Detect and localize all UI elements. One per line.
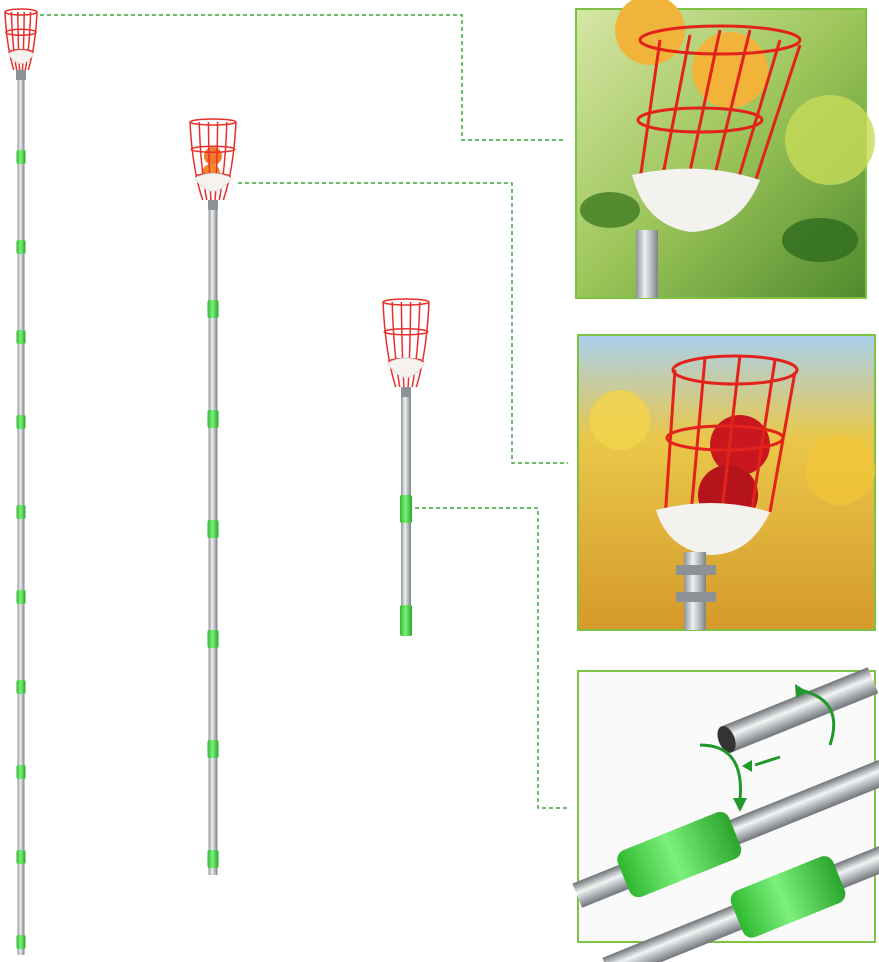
connector-lines <box>40 14 570 809</box>
peach <box>692 32 768 108</box>
clamp <box>208 200 218 210</box>
pole-grip-segment <box>400 495 412 523</box>
pole-grip-segment <box>16 935 26 949</box>
pole-grip-segment <box>207 410 219 428</box>
pole-grip-segment <box>16 330 26 344</box>
pole-grip-segment <box>16 505 26 519</box>
arrow-head-icon <box>733 684 808 812</box>
apple <box>710 415 770 475</box>
pole-grip-segment <box>207 850 219 868</box>
basket-cup <box>193 172 233 192</box>
twist-lock-grip <box>617 811 742 898</box>
detail-panel-connection <box>572 667 879 962</box>
pole-grip-segment <box>16 765 26 779</box>
pole-grip-segment <box>16 850 26 864</box>
pole-grip-segment <box>207 520 219 538</box>
telescopic-pole <box>208 205 218 875</box>
basket-icon <box>636 24 802 196</box>
rotate-arrow-icon <box>699 688 836 801</box>
basket-icon <box>189 118 237 201</box>
pole-grip-segment <box>16 680 26 694</box>
pole-grip-segment <box>207 740 219 758</box>
twist-lock-grip <box>730 856 846 938</box>
connector-line-2 <box>238 182 568 464</box>
basket-icon <box>382 298 430 388</box>
detail-panel-peaches <box>575 0 875 299</box>
basket-cup <box>386 357 426 378</box>
basket-cup <box>7 49 35 64</box>
basket-icon <box>663 354 799 529</box>
detail-panel-apples <box>577 334 876 631</box>
clamp <box>401 387 411 397</box>
pole-grip-segment <box>400 605 412 636</box>
pole-grip-segment <box>16 150 26 164</box>
fruit <box>204 147 222 165</box>
pole-grip-segment <box>16 240 26 254</box>
pole-grip-segment <box>207 630 219 648</box>
connector-line-3 <box>415 507 570 809</box>
pole-grip-segment <box>207 300 219 318</box>
clamp <box>16 70 26 80</box>
connector-line-1 <box>40 14 565 141</box>
pole-grip-segment <box>16 590 26 604</box>
pole-grip-segment <box>16 415 26 429</box>
